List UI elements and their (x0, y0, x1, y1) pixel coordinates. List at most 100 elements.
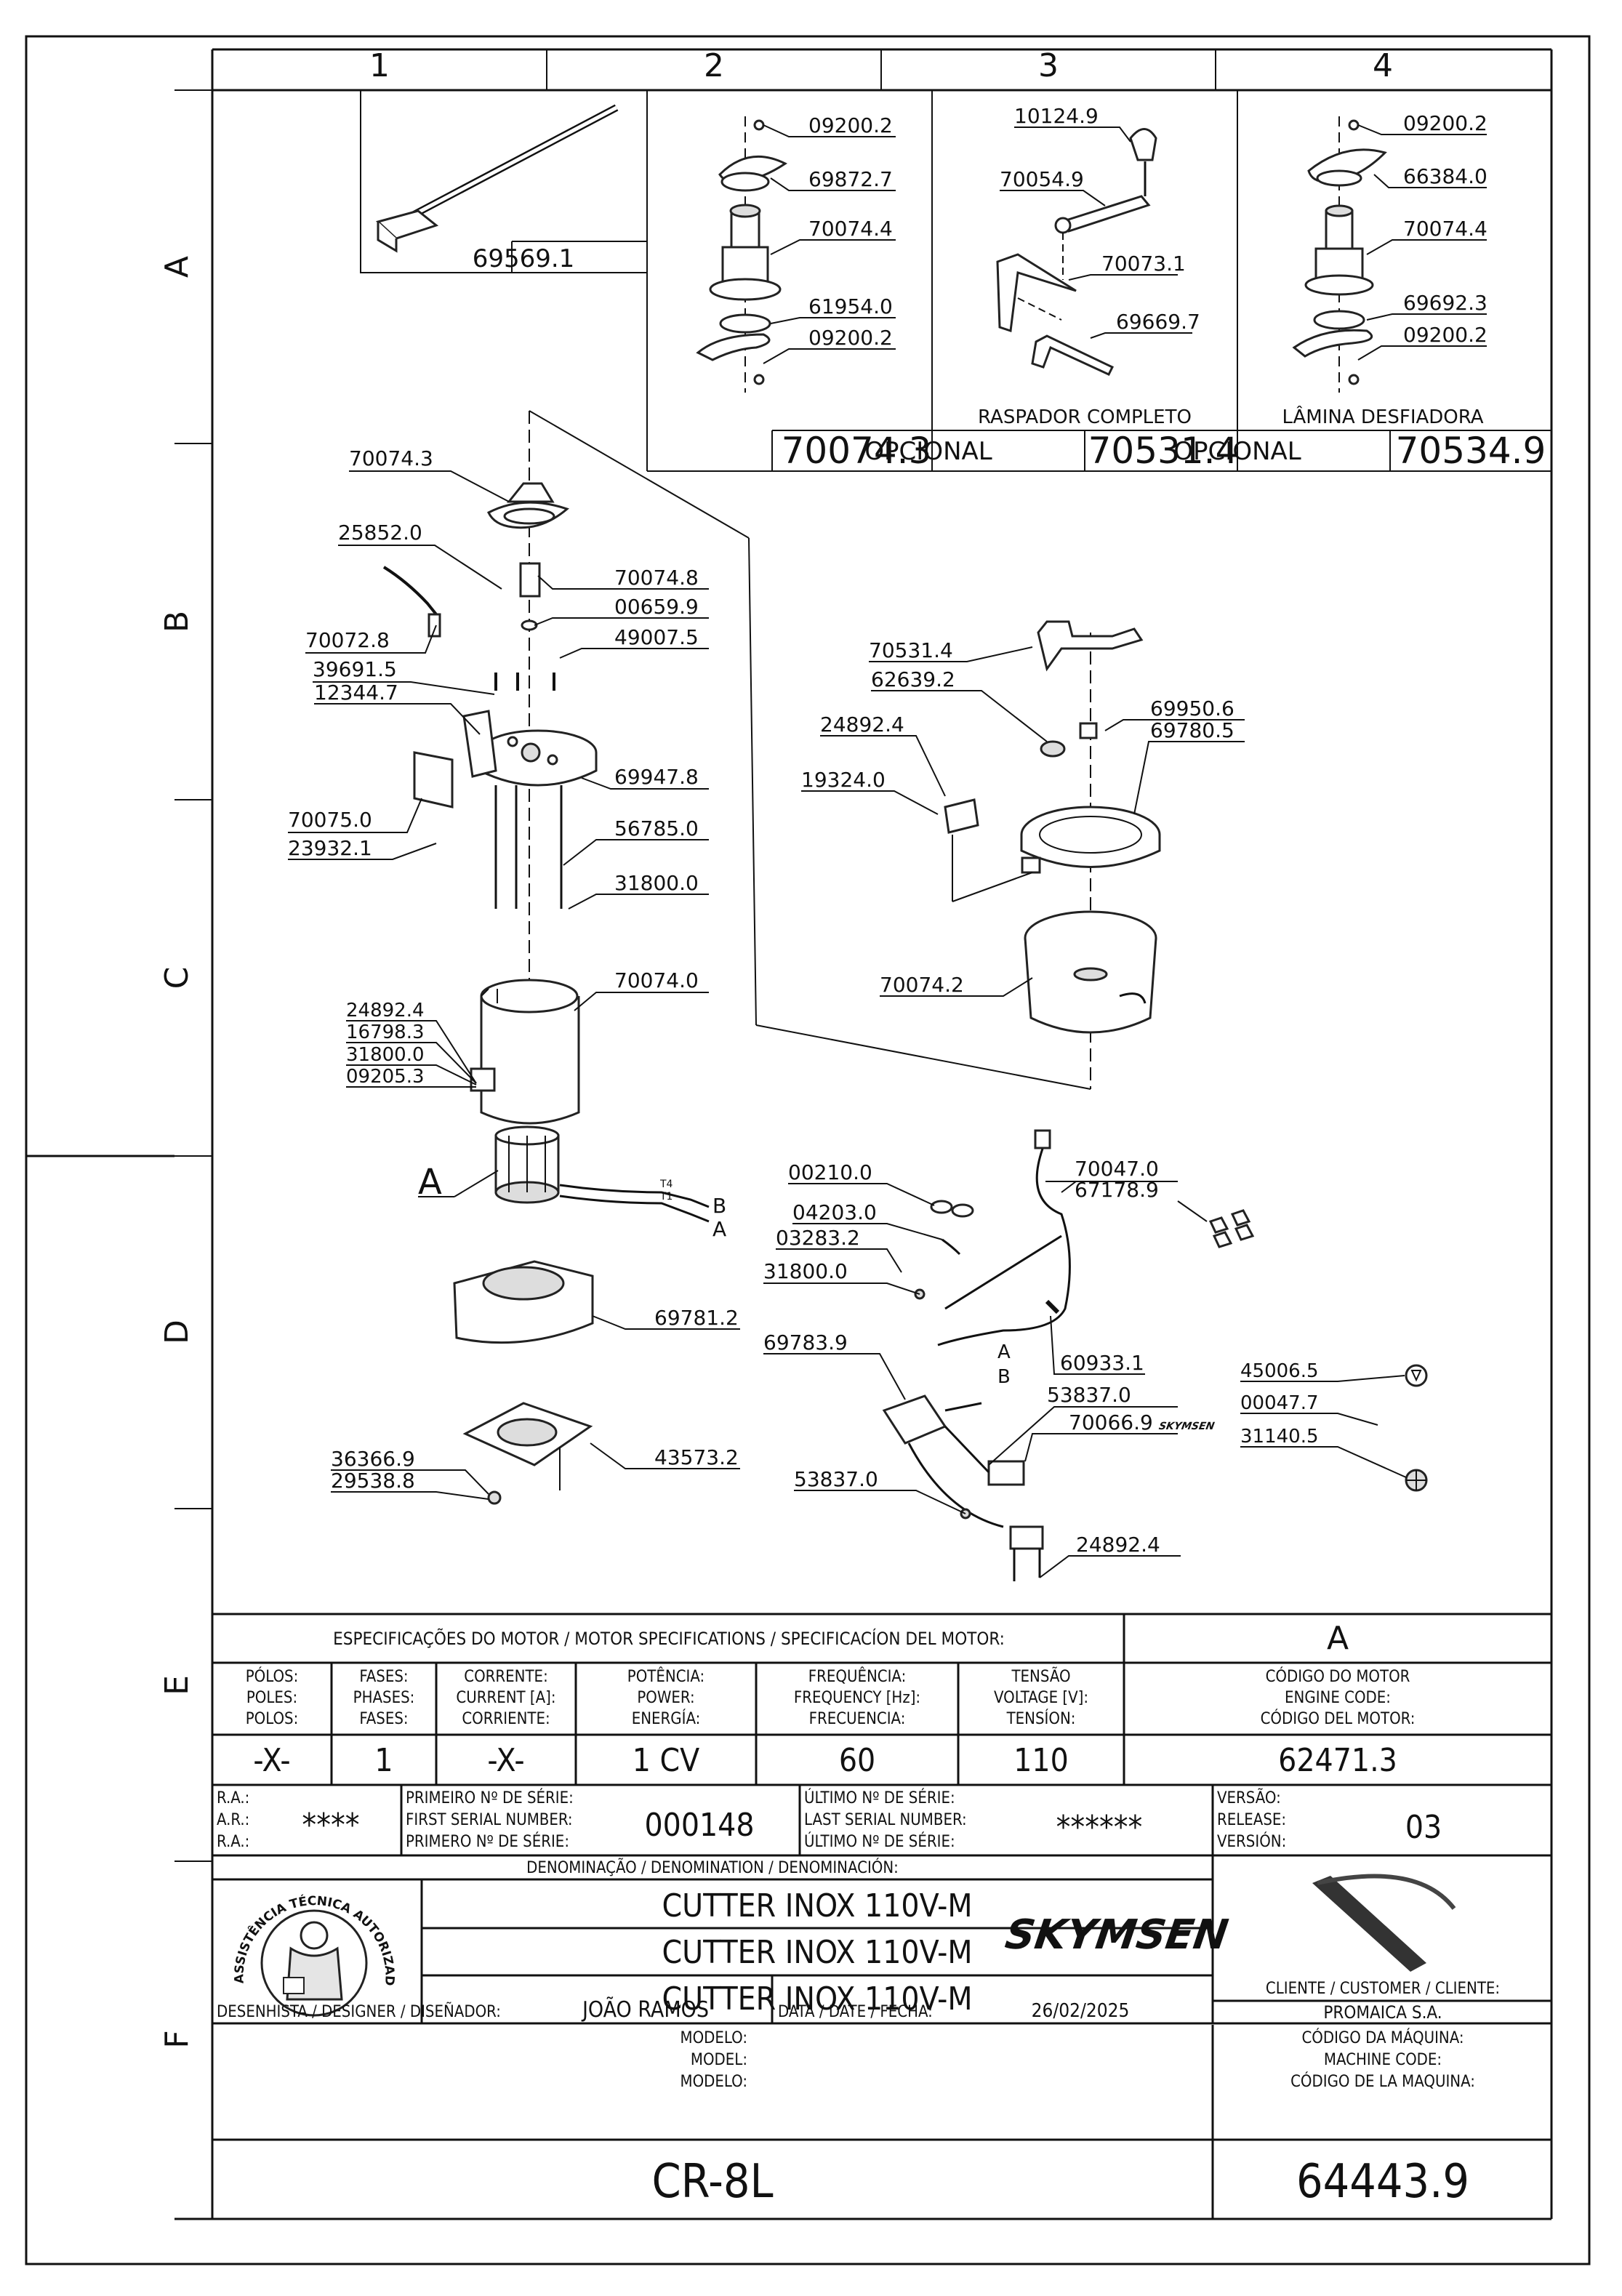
part-number-label: 43573.2 (654, 1445, 739, 1469)
part-number-label: 31800.0 (614, 871, 699, 895)
svg-text:ASSISTÊNCIA TÉCNICA AUTORIZADA: ASSISTÊNCIA TÉCNICA AUTORIZADA (0, 0, 397, 1986)
client-label: CLIENTE / CUSTOMER / CLIENTE: (1266, 1980, 1500, 1998)
date-value: 26/02/2025 (1032, 2000, 1130, 2022)
spec-label: FASES: (359, 1710, 408, 1728)
version-label: VERSÃO: (1217, 1788, 1281, 1807)
part-number-label: 09200.2 (1403, 323, 1487, 347)
part-number-label: 69569.1 (473, 244, 575, 273)
part-number-label: 70074.3 (349, 446, 433, 470)
row-label: D (158, 1320, 196, 1344)
option-title: RASPADOR COMPLETO (978, 406, 1192, 428)
motor-and-base-drawing (453, 1125, 710, 1505)
part-number-label: 12344.7 (314, 681, 398, 705)
part-number-label: 70075.0 (288, 808, 372, 832)
part-number-label: 70066.9 (1069, 1410, 1153, 1434)
spec-label: POTÊNCIA: (627, 1667, 704, 1686)
part-number-label: 53837.0 (1047, 1383, 1131, 1407)
leader-lines (763, 124, 896, 364)
spec-label: CORRIENTE: (462, 1710, 550, 1728)
wire-label: T4 (659, 1179, 673, 1190)
first-serial-label: PRIMERO Nº DE SÉRIE: (406, 1832, 569, 1851)
part-number-label: 69669.7 (1116, 310, 1200, 334)
part-number-label: 16798.3 (346, 1021, 425, 1043)
part-number-label: 70073.1 (1101, 252, 1186, 276)
spec-value-poles: -X- (253, 1742, 290, 1779)
part-number-label: 23932.1 (288, 836, 372, 860)
part-number-label: 31800.0 (346, 1044, 425, 1066)
part-number-label: 70054.9 (1000, 167, 1084, 191)
spec-value-phases: 1 (374, 1742, 393, 1779)
part-number-label: 24892.4 (820, 713, 904, 736)
options-panel-frame (360, 90, 1551, 472)
drawing-frame (25, 35, 1591, 2265)
part-number-label: 62639.2 (871, 667, 955, 691)
model-label: MODEL: (691, 2051, 747, 2069)
leader-lines (288, 470, 709, 1088)
part-number-label: 24892.4 (346, 1000, 425, 1021)
spec-label: FASES: (359, 1668, 408, 1686)
part-number-label: 25852.0 (338, 521, 422, 545)
last-serial-label: ÚLTIMO Nº DE SÉRIE: (804, 1789, 955, 1807)
client-value: PROMAICA S.A. (1323, 2002, 1442, 2023)
spec-column-labels: PÓLOS: POLES: POLOS: FASES: PHASES: FASE… (246, 1666, 1416, 1728)
blade-assembly-drawing (696, 116, 787, 393)
connector-label: B (997, 1366, 1011, 1388)
part-number-label: 09205.3 (346, 1066, 425, 1088)
first-serial-label: FIRST SERIAL NUMBER: (406, 1811, 573, 1829)
motor-letter: A (1327, 1620, 1349, 1657)
last-serial-label: ÚLTIMO Nº DE SÉRIE: (804, 1832, 955, 1851)
part-number-label: 69783.9 (763, 1330, 848, 1354)
last-serial-label: LAST SERIAL NUMBER: (804, 1811, 967, 1829)
ra-label: A.R.: (217, 1811, 249, 1829)
part-number-label: 00210.0 (788, 1160, 872, 1184)
part-number-label: 31800.0 (763, 1259, 848, 1283)
version-value: 03 (1405, 1809, 1442, 1846)
spec-value-frequency: 60 (839, 1742, 875, 1779)
part-number-label: 70074.8 (614, 566, 699, 590)
spatula-drawing (375, 104, 619, 253)
part-number-label: 03283.2 (776, 1226, 860, 1250)
spec-values: -X- 1 -X- 1 CV 60 110 62471.3 (253, 1742, 1397, 1779)
model-value: CR-8L (651, 2155, 773, 2209)
part-number-label: 67178.9 (1075, 1178, 1159, 1202)
part-number-label: 69780.5 (1150, 718, 1234, 742)
spec-label: POWER: (637, 1689, 694, 1707)
spec-label: ENERGÍA: (632, 1709, 701, 1728)
denomination-header: DENOMINAÇÃO / DENOMINATION / DENOMINACIÓ… (526, 1858, 899, 1877)
version-label: RELEASE: (1217, 1811, 1286, 1829)
part-number-label: 70534.9 (1396, 430, 1546, 472)
column-label: 4 (1373, 47, 1393, 84)
leader-lines (1357, 124, 1487, 361)
version-label: VERSIÓN: (1217, 1832, 1286, 1851)
machine-code-value: 64443.9 (1296, 2155, 1469, 2209)
leader-lines (331, 1170, 740, 1500)
part-number-label: 70074.4 (808, 217, 893, 241)
connector-label: A (997, 1341, 1011, 1363)
shredding-blade-drawing (1292, 116, 1387, 393)
part-number-label: 56785.0 (614, 816, 699, 840)
part-number-label: 39691.5 (313, 657, 397, 681)
part-number-label: 70531.4 (869, 638, 953, 662)
leader-lines (1000, 127, 1192, 339)
part-number-label: 09200.2 (808, 113, 893, 137)
row-label: C (158, 967, 196, 990)
last-serial-value: ****** (1056, 1809, 1143, 1846)
spec-value-engine-code: 62471.3 (1278, 1742, 1397, 1779)
part-number-label: 36366.9 (331, 1447, 415, 1471)
option-title: LÂMINA DESFIADORA (1282, 405, 1483, 428)
spec-value-power: 1 CV (633, 1742, 699, 1779)
spec-label: FREQUÊNCIA: (808, 1667, 907, 1686)
seal-text: ASSISTÊNCIA TÉCNICA AUTORIZADA (0, 0, 397, 1986)
part-number-label: 69872.7 (808, 167, 893, 191)
row-label: A (158, 256, 196, 278)
stickers-drawing (1405, 1364, 1428, 1492)
spec-label: ENGINE CODE: (1285, 1689, 1391, 1707)
product-name: CUTTER INOX 110V-M (662, 1980, 972, 2018)
part-number-label: 45006.5 (1240, 1360, 1319, 1382)
part-number-label: 10124.9 (1014, 104, 1099, 128)
scraper-drawing (996, 128, 1157, 376)
spec-label: CURRENT [A]: (456, 1689, 555, 1707)
part-number-label: 70074.2 (880, 973, 964, 997)
part-number-label: 49007.5 (614, 625, 699, 649)
spec-table-grid (212, 1613, 1551, 2219)
